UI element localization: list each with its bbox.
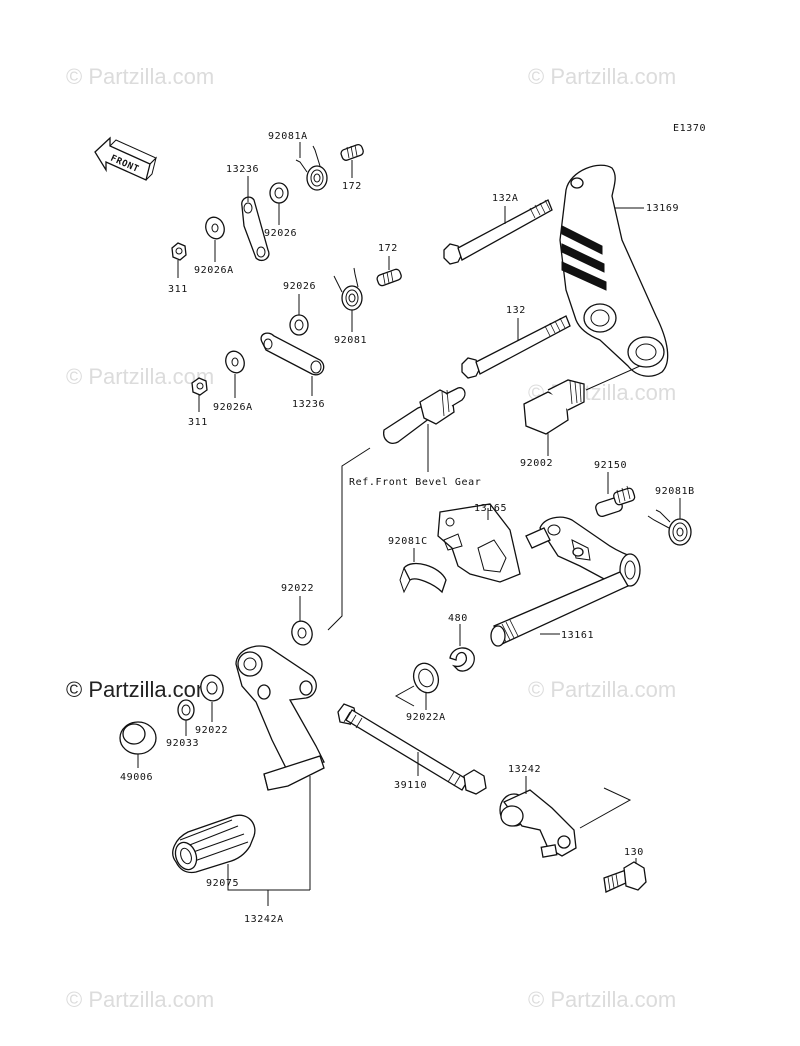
callout-13161: 13161 bbox=[561, 630, 594, 641]
callout-92081B: 92081B bbox=[655, 486, 695, 497]
callout-132: 132 bbox=[506, 305, 526, 316]
callout-39110: 39110 bbox=[394, 780, 427, 791]
callout-132A: 132A bbox=[492, 193, 518, 204]
pin-172-top bbox=[340, 144, 364, 178]
washer-92026A-bottom bbox=[225, 350, 245, 398]
shift-arm-13242 bbox=[499, 776, 632, 858]
callout-92081C: 92081C bbox=[388, 536, 428, 547]
spring-92081A bbox=[295, 145, 328, 191]
bolt-130 bbox=[603, 858, 647, 893]
pedal-rubber-92075 bbox=[172, 814, 256, 876]
watermark-bottom-right: © Partzilla.com bbox=[528, 987, 676, 1012]
callout-92022-upper: 92022 bbox=[281, 583, 314, 594]
reference-note: Ref.Front Bevel Gear bbox=[349, 477, 481, 488]
watermark-mid-left: © Partzilla.com bbox=[66, 364, 214, 389]
nut-311-bottom bbox=[191, 377, 208, 412]
washer-92026A-top bbox=[205, 216, 225, 262]
watermark-top-right: © Partzilla.com bbox=[528, 64, 676, 89]
callout-311-top: 311 bbox=[168, 284, 188, 295]
callout-480: 480 bbox=[448, 613, 468, 624]
bolt-132 bbox=[461, 315, 571, 379]
washer-92022-lower bbox=[200, 674, 224, 722]
callout-92081: 92081 bbox=[334, 335, 367, 346]
spring-92081B bbox=[647, 498, 692, 546]
shift-shaft-13161 bbox=[490, 516, 641, 647]
shift-pedal-13242A bbox=[235, 645, 325, 890]
stud-92150 bbox=[595, 472, 636, 518]
callout-92026-top: 92026 bbox=[264, 228, 297, 239]
plate-13165 bbox=[437, 503, 521, 583]
cap-49006 bbox=[119, 721, 157, 768]
washer-92022A bbox=[394, 662, 440, 710]
callout-130: 130 bbox=[624, 847, 644, 858]
callout-49006: 49006 bbox=[120, 772, 153, 783]
washer-92026-mid bbox=[289, 294, 309, 336]
callout-92033: 92033 bbox=[166, 738, 199, 749]
lever-13236-top bbox=[241, 176, 270, 262]
watermark-bottom-left: © Partzilla.com bbox=[66, 987, 214, 1012]
callout-311-bottom: 311 bbox=[188, 417, 208, 428]
callout-92026A-top: 92026A bbox=[194, 265, 234, 276]
callout-92026-mid: 92026 bbox=[283, 281, 316, 292]
nut-311-top bbox=[171, 242, 187, 278]
watermark-lower-left: © Partzilla.com bbox=[66, 677, 214, 702]
watermarks: © Partzilla.com © Partzilla.com © Partzi… bbox=[66, 64, 676, 1012]
bracket-13169 bbox=[559, 164, 669, 377]
callout-13236-top: 13236 bbox=[226, 164, 259, 175]
washer-92026-top bbox=[269, 182, 289, 225]
ring-92033 bbox=[177, 699, 195, 736]
clip-92081C bbox=[399, 548, 447, 594]
stud-92002 bbox=[523, 365, 641, 456]
callout-92022-lower: 92022 bbox=[195, 725, 228, 736]
lever-13236-bottom bbox=[260, 332, 325, 396]
callout-13242: 13242 bbox=[508, 764, 541, 775]
spring-92081 bbox=[333, 267, 363, 332]
bolt-132A bbox=[443, 199, 553, 265]
circlip-480 bbox=[449, 624, 475, 672]
shaft-front-bevel-gear bbox=[383, 387, 466, 472]
washer-92022-upper bbox=[291, 596, 313, 646]
callout-92075: 92075 bbox=[206, 878, 239, 889]
pin-172-mid bbox=[376, 256, 402, 287]
rod-39110 bbox=[337, 703, 487, 795]
callout-92002: 92002 bbox=[520, 458, 553, 469]
front-arrow-icon: FRONT bbox=[94, 136, 157, 181]
watermark-top-left: © Partzilla.com bbox=[66, 64, 214, 89]
callout-92026A-bottom: 92026A bbox=[213, 402, 253, 413]
callout-13242A: 13242A bbox=[244, 914, 284, 925]
callout-172-top: 172 bbox=[342, 181, 362, 192]
callout-92081A: 92081A bbox=[268, 131, 308, 142]
callout-13165: 13165 bbox=[474, 503, 507, 514]
callout-13169: 13169 bbox=[646, 203, 679, 214]
callout-92150: 92150 bbox=[594, 460, 627, 471]
callout-13236-bottom: 13236 bbox=[292, 399, 325, 410]
callout-92022A: 92022A bbox=[406, 712, 446, 723]
diagram-code: E1370 bbox=[673, 123, 706, 134]
callout-172-mid: 172 bbox=[378, 243, 398, 254]
watermark-lower-right: © Partzilla.com bbox=[528, 677, 676, 702]
